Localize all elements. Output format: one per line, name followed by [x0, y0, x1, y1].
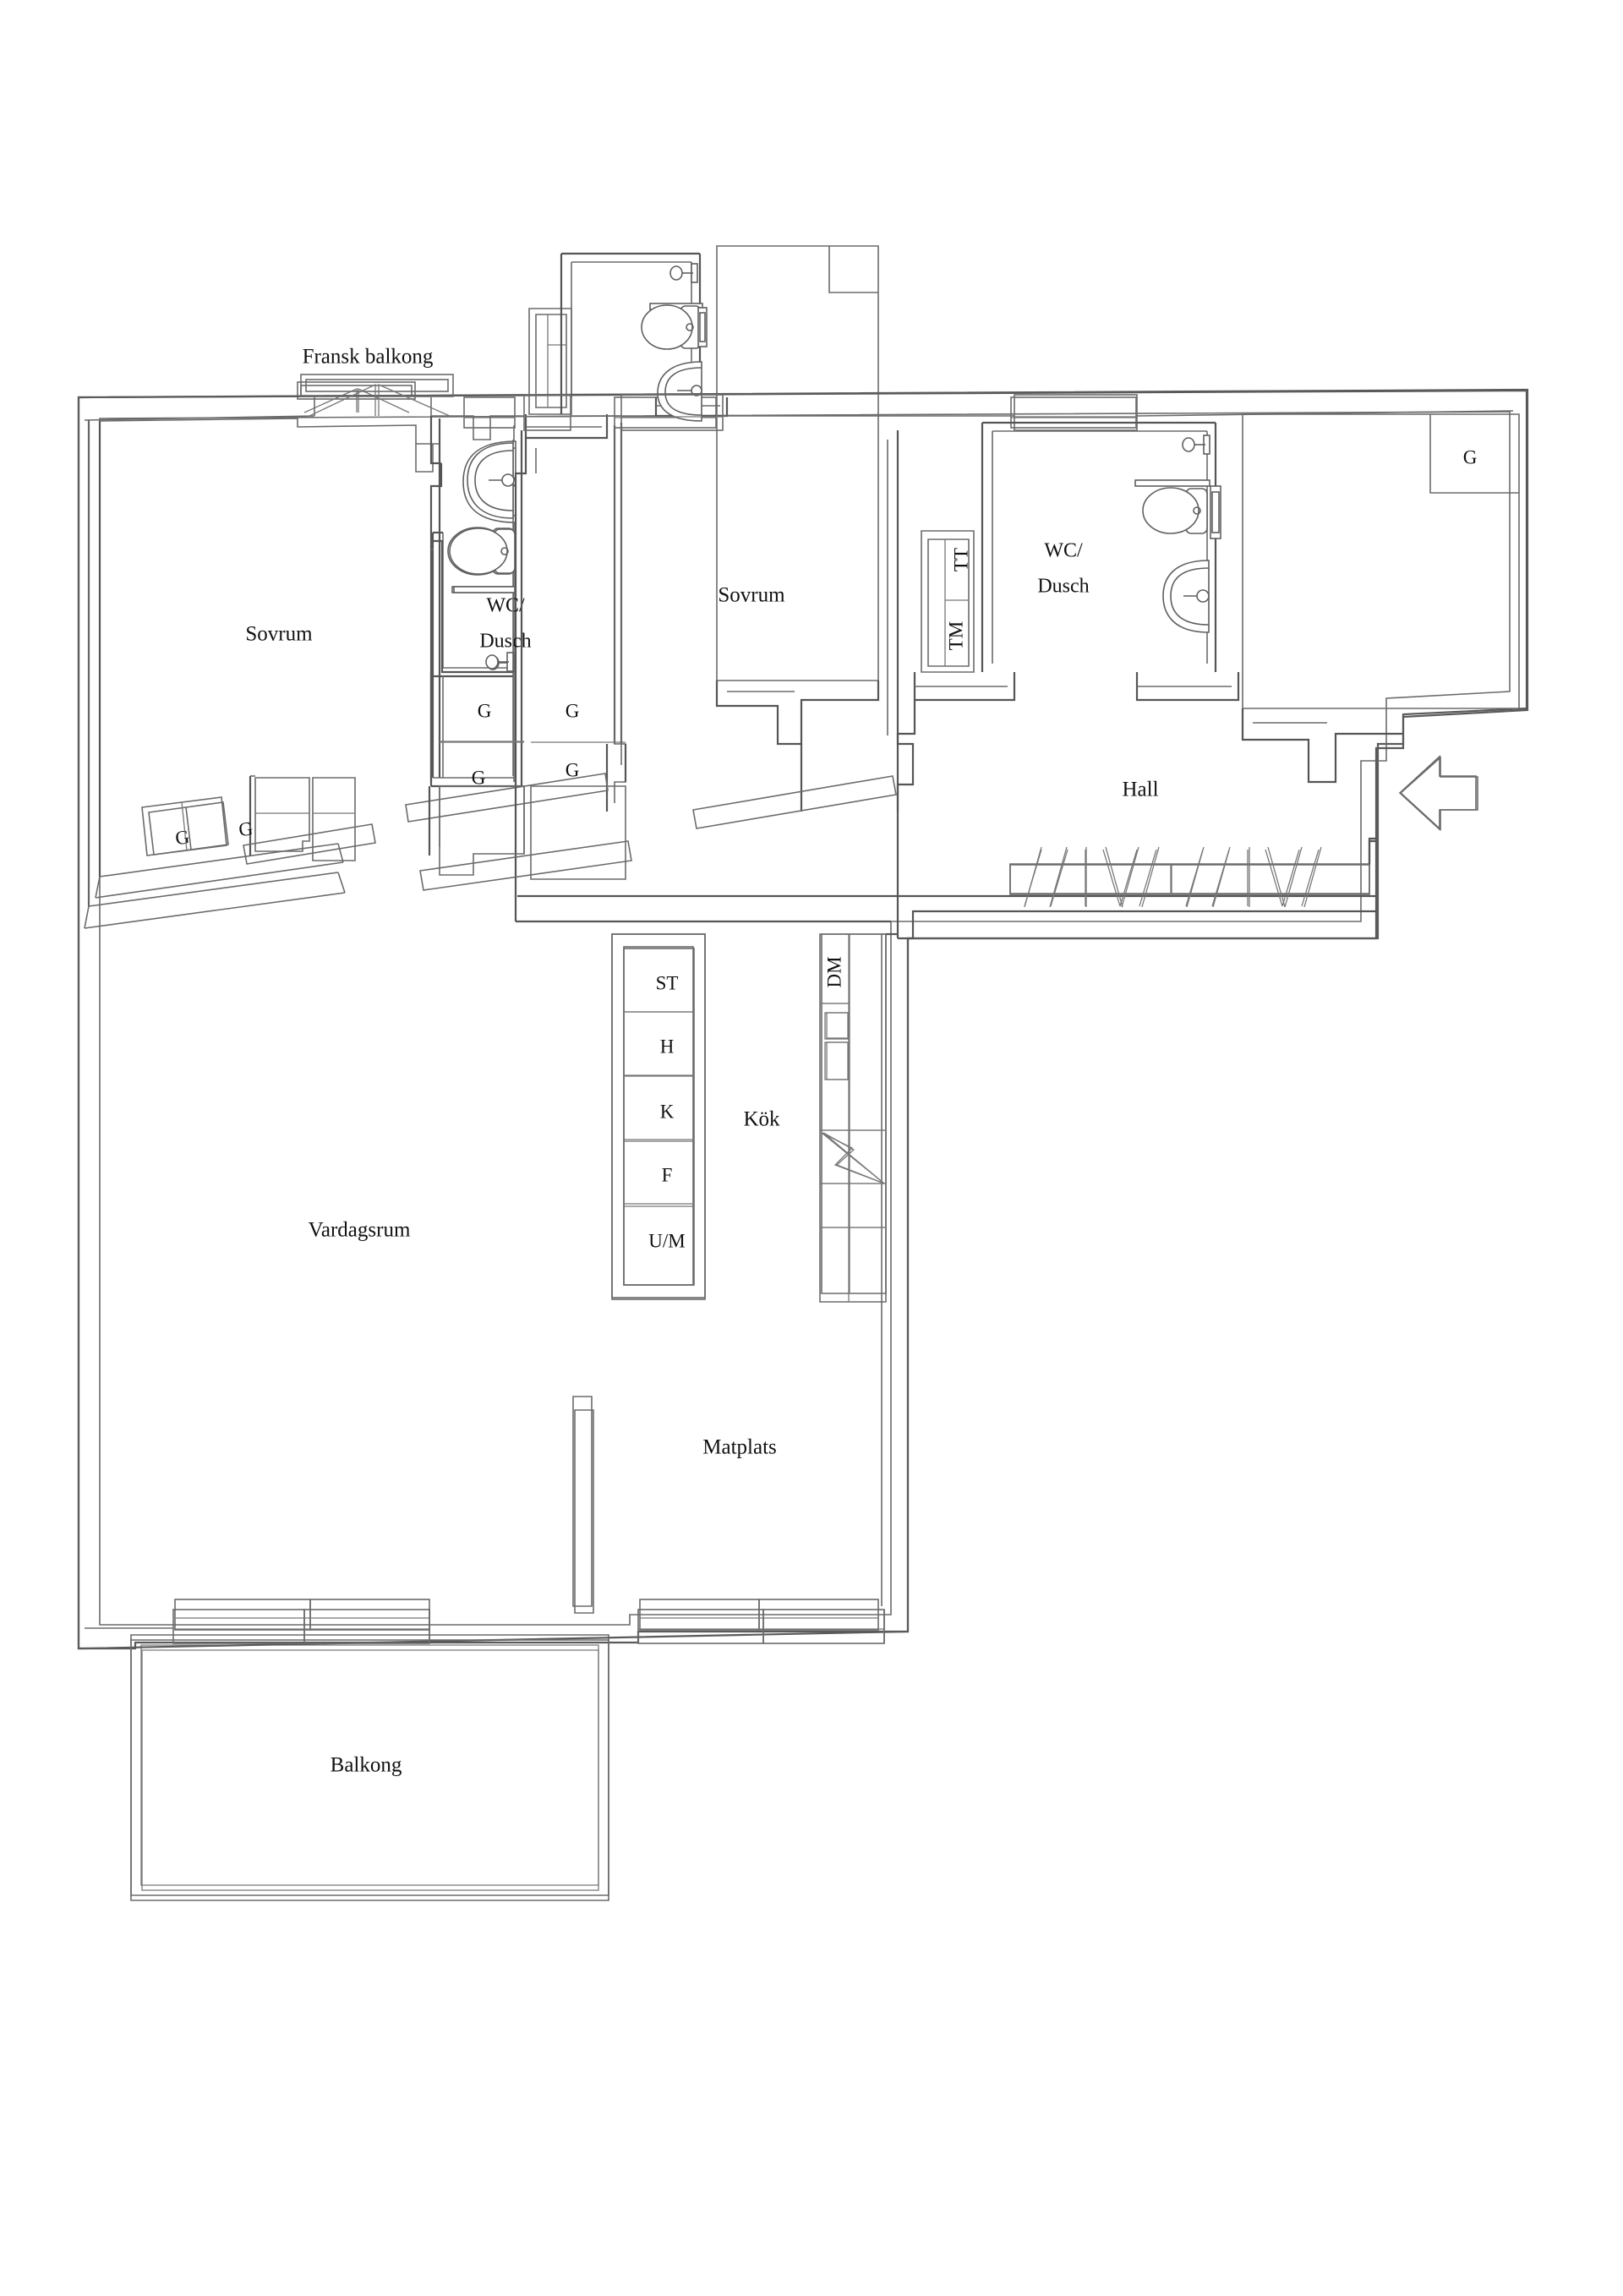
- entry-room-structure: [1241, 413, 1520, 784]
- bedroom-1: [84, 416, 443, 929]
- bathroom-1-structure: [429, 430, 523, 788]
- hall-structure: [896, 700, 1376, 940]
- bedroom-2-walls: [405, 425, 627, 823]
- entrance-arrow-icon: [1398, 755, 1477, 831]
- shell: [77, 388, 1529, 1650]
- entry-room: [715, 245, 880, 746]
- laundry-units: [524, 308, 609, 440]
- laundry-structure: [913, 530, 1016, 702]
- living-dining-partition: [572, 1396, 593, 1607]
- living-dining-partition-structure: [574, 1409, 594, 1614]
- bedroom-1-closets: [148, 801, 229, 856]
- shower-valve-icon-2: [669, 263, 698, 283]
- kitchen-wall-run: [819, 932, 898, 1303]
- mid-closets-structure: [419, 741, 632, 891]
- kitchen-island: [611, 933, 706, 1300]
- mid-closets: [243, 775, 376, 865]
- balcony-structure: [130, 1639, 609, 1901]
- sink-icon-2: [657, 361, 702, 422]
- bathroom-2-structure: [981, 421, 1240, 702]
- entrance-arrow[interactable]: [1399, 756, 1478, 831]
- toilet-icon-2: [641, 304, 702, 350]
- bathroom-2-fixtures: [641, 263, 708, 422]
- bedroom-2: [620, 423, 915, 829]
- bottom-wall-structure: [85, 1609, 885, 1644]
- top-wall-detail: [84, 374, 1514, 440]
